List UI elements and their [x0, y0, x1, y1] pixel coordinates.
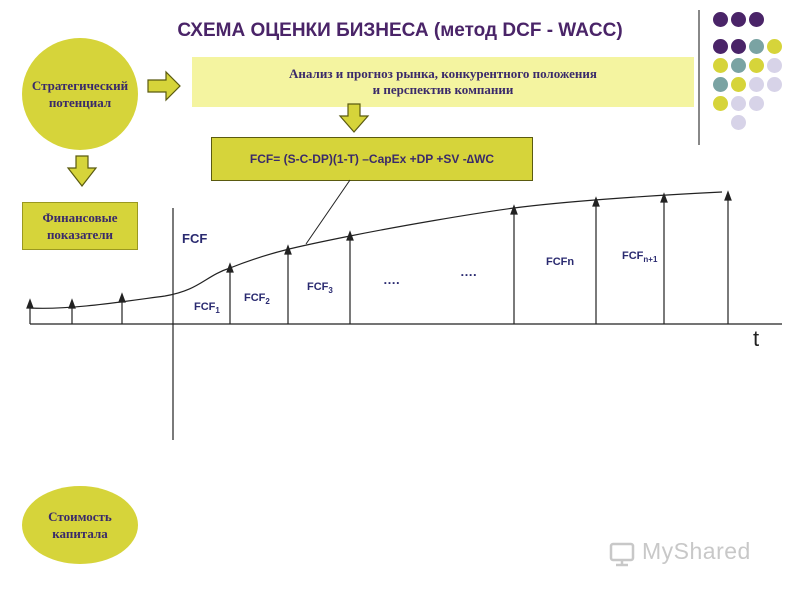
- strategic-potential-node: Стратегический потенциал: [22, 38, 138, 150]
- cost-of-capital-node: Стоимость капитала: [22, 486, 138, 564]
- right-arrow-icon: [147, 70, 181, 102]
- ellipsis-label-2: ….: [460, 264, 477, 279]
- fcfn-label: FCFn: [546, 256, 575, 268]
- dot: [749, 96, 764, 111]
- fcf2-label: FCF2: [244, 292, 270, 307]
- formula-callout-line: [305, 179, 351, 245]
- dot: [713, 96, 728, 111]
- page-title: СХЕМА ОЦЕНКИ БИЗНЕСА (метод DCF - WACC): [177, 20, 623, 41]
- dot: [749, 12, 764, 27]
- dot: [713, 39, 728, 54]
- strategic-line1: Стратегический: [31, 78, 129, 93]
- decorative-vertical-line: [698, 10, 700, 145]
- financial-line2: показатели: [46, 227, 114, 242]
- dot: [749, 39, 764, 54]
- dot: [713, 77, 728, 92]
- decorative-dot-grid: [713, 12, 800, 132]
- cash-flow-arrows: [26, 190, 732, 324]
- fcfn1-label: FCFn+1: [622, 250, 658, 265]
- financial-line1: Финансовые: [42, 210, 118, 225]
- capital-line1: Стоимость: [48, 509, 112, 524]
- fcf3-label: FCF3: [307, 281, 333, 296]
- dot: [731, 39, 746, 54]
- watermark-logo-icon: [608, 540, 636, 568]
- dot: [731, 77, 746, 92]
- dot: [731, 12, 746, 27]
- down-arrow-icon: [338, 103, 370, 133]
- fcf1-label: FCF1: [194, 301, 220, 316]
- analysis-banner: Анализ и прогноз рынка, конкурентного по…: [192, 57, 694, 107]
- dot: [767, 39, 782, 54]
- down-arrow-icon: [66, 155, 98, 187]
- dot: [749, 58, 764, 73]
- dot: [749, 77, 764, 92]
- dot: [767, 58, 782, 73]
- dot: [731, 96, 746, 111]
- x-axis-label: t: [753, 326, 760, 351]
- dot: [767, 77, 782, 92]
- dot: [731, 58, 746, 73]
- fcf-formula-text: FCF= (S-C-DP)(1-T) –CapEx +DP +SV -∆WC: [249, 152, 495, 166]
- financial-indicators-node: Финансовые показатели: [22, 202, 138, 250]
- fcf-formula-box: FCF= (S-C-DP)(1-T) –CapEx +DP +SV -∆WC: [211, 137, 533, 181]
- analysis-line2: и перспектив компании: [372, 82, 514, 97]
- watermark-text: MyShared: [642, 538, 751, 564]
- dot: [713, 58, 728, 73]
- growth-curve: [29, 191, 723, 309]
- dot: [731, 115, 746, 130]
- analysis-line1: Анализ и прогноз рынка, конкурентного по…: [289, 66, 597, 81]
- capital-line2: капитала: [52, 526, 108, 541]
- strategic-line2: потенциал: [48, 95, 112, 110]
- ellipsis-label-1: ….: [383, 272, 400, 287]
- dot: [713, 12, 728, 27]
- y-axis-label: FCF: [182, 231, 208, 246]
